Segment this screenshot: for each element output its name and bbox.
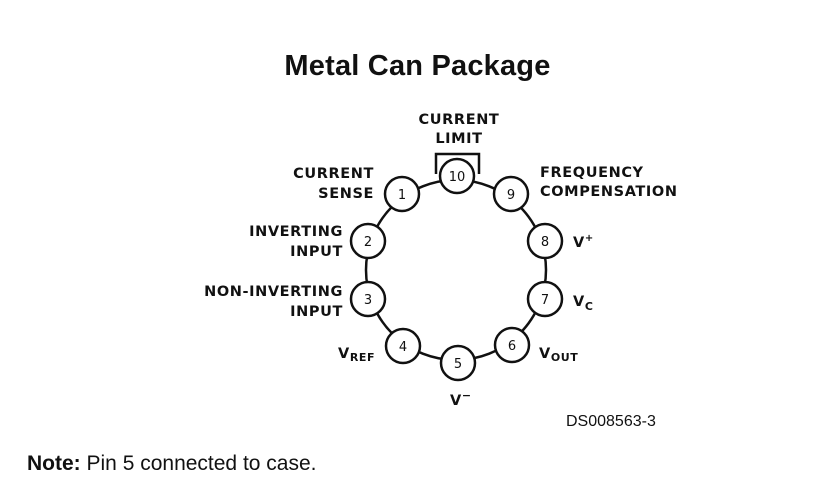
pin-1-number: 1 — [398, 188, 406, 203]
pin-3-number: 3 — [364, 293, 372, 308]
pin-5: 5 — [439, 344, 477, 382]
pin-10-label-line2: LIMIT — [435, 131, 482, 147]
pin-10: 10 — [438, 157, 476, 195]
pin-4-number: 4 — [399, 340, 407, 355]
note-text: Pin 5 connected to case. — [80, 452, 317, 475]
pin-3: 3 — [349, 280, 387, 318]
pin-7: 7 — [526, 280, 564, 318]
pin-8: 8 — [526, 222, 564, 260]
pin-6-label: VOUT — [539, 346, 578, 364]
pin-7-number: 7 — [541, 293, 549, 308]
pin-3-label-line2: INPUT — [290, 304, 343, 320]
pin-3-label-line1: NON-INVERTING — [204, 284, 343, 300]
pin-9-number: 9 — [507, 188, 515, 203]
pin-4: 4 — [384, 327, 422, 365]
pin-9-label-line2: COMPENSATION — [540, 184, 678, 200]
note-label: Note: — [27, 452, 81, 475]
pin-1-label-line1: CURRENT — [293, 166, 374, 182]
pin-10-number: 10 — [449, 170, 466, 185]
pin-6: 6 — [493, 326, 531, 364]
package-title: Metal Can Package — [284, 50, 551, 82]
pin-8-number: 8 — [541, 235, 549, 250]
pin-9: 9 — [492, 175, 530, 213]
pin-8-label: V+ — [573, 233, 594, 251]
pin-6-number: 6 — [508, 339, 516, 354]
pin-5-label: V− — [450, 389, 472, 409]
pin-1-label-line2: SENSE — [318, 186, 374, 202]
pin-9-label-line1: FREQUENCY — [540, 165, 644, 181]
pin-5-number: 5 — [454, 357, 462, 372]
pin-4-label: VREF — [338, 346, 375, 364]
pin-1: 1 — [383, 175, 421, 213]
drawing-code: DS008563-3 — [566, 413, 656, 430]
note: Note: Pin 5 connected to case. — [27, 452, 317, 476]
pin-10-label-line1: CURRENT — [419, 112, 500, 128]
pin-2-label-line1: INVERTING — [249, 224, 343, 240]
pin-2-number: 2 — [364, 235, 372, 250]
package-tab — [434, 152, 481, 174]
pin-2-label-line2: INPUT — [290, 244, 343, 260]
pin-2: 2 — [349, 222, 387, 260]
pin-7-label: VC — [573, 294, 594, 313]
